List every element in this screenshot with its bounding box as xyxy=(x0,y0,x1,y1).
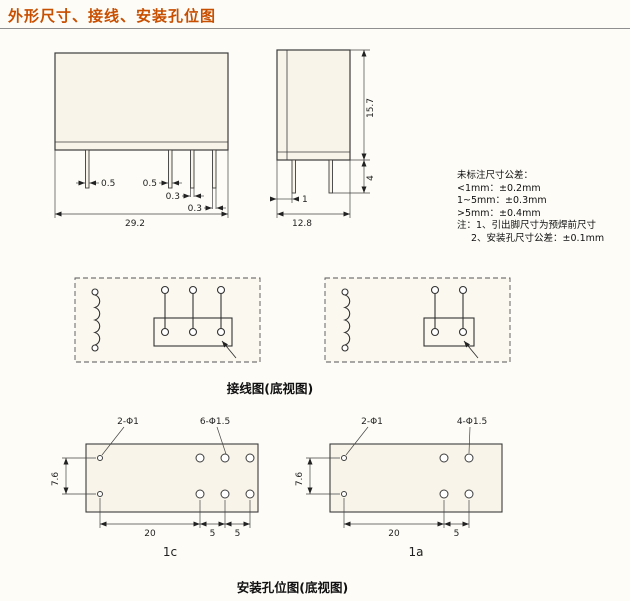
dim-1a-pitch-20: 20 xyxy=(388,529,400,539)
note-line: <1mm：±0.2mm xyxy=(457,182,541,194)
contact-block-outline xyxy=(153,317,233,347)
note-line: 注：1、引出脚尺寸为预焊前尺寸 xyxy=(457,220,597,231)
front-view-dimension-lines xyxy=(54,150,229,218)
coil-symbol xyxy=(93,294,101,346)
note-line: 1~5mm：±0.3mm xyxy=(457,195,547,206)
dim-side-body-height: 15.7 xyxy=(366,98,376,118)
dim-side-overall-width: 12.8 xyxy=(292,219,312,229)
mounting-holes-1a xyxy=(341,453,474,499)
dim-side-pin-length: 4 xyxy=(366,175,376,181)
wiring-caption: 接线图(底视图) xyxy=(226,381,314,396)
callout-1c-big-holes: 6-Φ1.5 xyxy=(200,417,230,427)
mounting-holes-1c xyxy=(97,453,255,499)
relay-front-view xyxy=(54,52,229,189)
dim-front-pin4-width: 0.3 xyxy=(188,204,202,214)
outline-drawing: 0.5 0.5 0.3 0.3 29.2 15.7 4 1 xyxy=(54,49,376,229)
dim-1c-pitch-20: 20 xyxy=(144,529,156,539)
mounting-1c: 2-Φ1 6-Φ1.5 7.6 20 5 5 1c xyxy=(51,417,259,559)
dim-1c-row-spacing: 7.6 xyxy=(51,472,61,487)
dim-side-pin-offset: 1 xyxy=(302,195,308,205)
dim-1c-pitch-5a: 5 xyxy=(210,529,216,539)
dimension-lines-1c xyxy=(62,426,251,528)
mounting-caption: 安装孔位图(底视图) xyxy=(236,580,349,595)
wiring-diagram xyxy=(74,277,511,363)
dim-1a-row-spacing: 7.6 xyxy=(295,472,305,487)
dim-front-pin1-width: 0.5 xyxy=(101,179,115,189)
note-line: >5mm：±0.4mm xyxy=(457,207,541,219)
variant-label-1c: 1c xyxy=(163,545,177,559)
dim-front-pin2-width: 0.5 xyxy=(143,179,157,189)
contact-block-outline xyxy=(423,317,475,347)
side-view-dimension-lines xyxy=(270,49,370,218)
page-title: 外形尺寸、接线、安装孔位图 xyxy=(8,7,217,25)
dimension-lines-1a xyxy=(306,426,471,528)
mounting-diagram: 2-Φ1 6-Φ1.5 7.6 20 5 5 1c xyxy=(51,417,503,559)
mounting-1a: 2-Φ1 4-Φ1.5 7.6 20 5 1a xyxy=(295,417,503,559)
callout-1a-small-holes: 2-Φ1 xyxy=(361,417,383,427)
dim-1c-pitch-5b: 5 xyxy=(235,529,241,539)
callout-1a-big-holes: 4-Φ1.5 xyxy=(457,417,487,427)
dim-front-overall-width: 29.2 xyxy=(125,219,145,229)
wiring-1c xyxy=(74,277,261,363)
movement-arrow xyxy=(463,340,479,359)
dim-front-pin3-width: 0.3 xyxy=(166,192,180,202)
wiring-1a xyxy=(324,277,511,363)
dim-1a-pitch-5: 5 xyxy=(454,529,460,539)
title-divider xyxy=(0,28,630,29)
note-line: 未标注尺寸公差： xyxy=(457,170,534,181)
tolerance-notes: 未标注尺寸公差： <1mm：±0.2mm 1~5mm：±0.3mm >5mm：±… xyxy=(457,170,629,245)
note-line: 2、安装孔尺寸公差：±0.1mm xyxy=(471,232,605,244)
coil-symbol xyxy=(343,294,351,346)
movement-arrow xyxy=(221,340,237,359)
variant-label-1a: 1a xyxy=(409,545,424,559)
callout-1c-small-holes: 2-Φ1 xyxy=(117,417,139,427)
relay-side-view xyxy=(276,49,351,194)
